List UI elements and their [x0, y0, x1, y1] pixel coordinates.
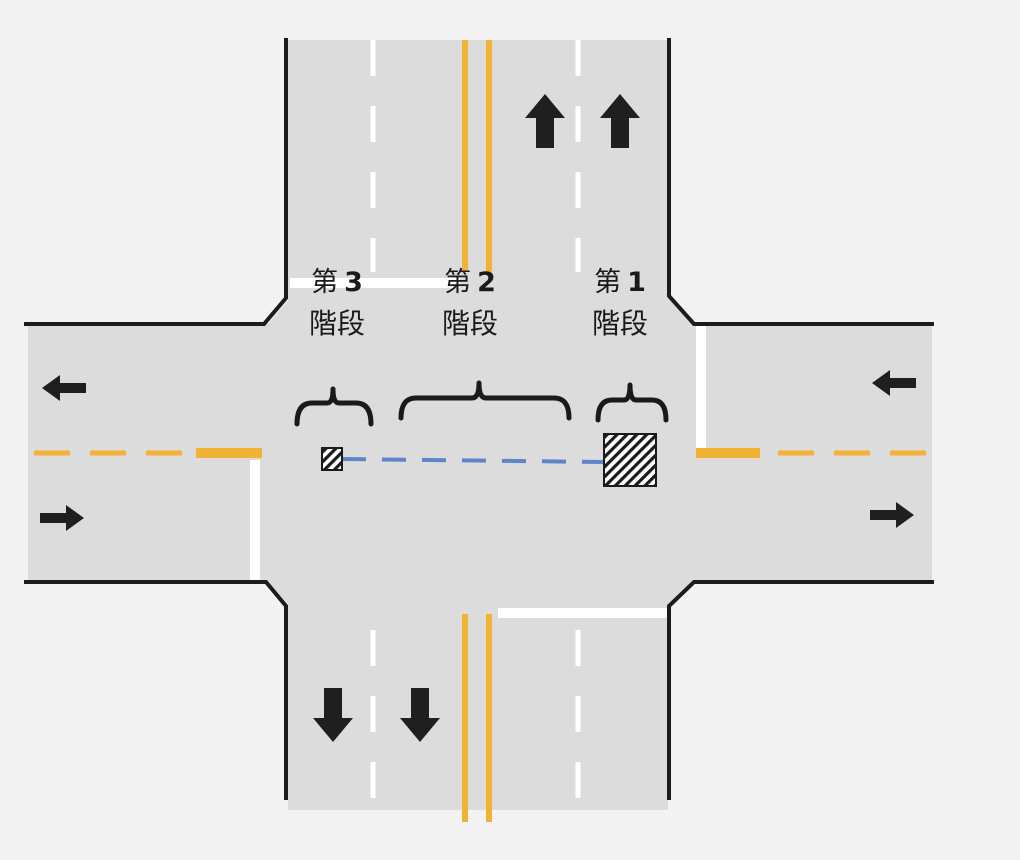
- lane-dividers: [370, 40, 581, 810]
- curb-se: [667, 580, 934, 800]
- stage-3-number: 3: [344, 267, 363, 298]
- crossing-path: [341, 457, 605, 464]
- stage-1-number: 1: [627, 267, 646, 298]
- stop-line-east: [696, 324, 706, 448]
- bracket-stage-1: [595, 382, 669, 423]
- hatched-square-icon: [321, 447, 343, 471]
- stop-lines: [250, 278, 706, 618]
- corner-nw: [268, 298, 290, 324]
- arrow-left-icon: [42, 375, 86, 401]
- stage-3-word: 階段: [308, 307, 365, 340]
- arrow-left-icon: [872, 370, 916, 396]
- stage-2-number: 2: [477, 267, 496, 298]
- traffic-arrows: [40, 94, 916, 742]
- stage-3-ordinal: 第: [311, 267, 339, 298]
- curb-ne: [667, 38, 934, 326]
- stage-2-word: 階段: [441, 307, 498, 340]
- south-road: [288, 580, 668, 810]
- stage-1-ordinal: 第: [594, 267, 622, 298]
- north-road: [288, 40, 668, 290]
- stage-brackets: [294, 380, 669, 427]
- arrow-up-icon: [525, 94, 565, 148]
- stage-1-word: 階段: [591, 307, 648, 340]
- bracket-stage-2: [398, 380, 572, 421]
- curb-sw: [24, 580, 288, 800]
- arrow-down-icon: [313, 688, 353, 742]
- curb-nw: [24, 38, 288, 326]
- arrow-down-icon: [400, 688, 440, 742]
- stage-2-ordinal: 第: [444, 267, 472, 298]
- arrow-right-icon: [870, 502, 914, 528]
- arrow-up-icon: [600, 94, 640, 148]
- road-surface: [28, 40, 932, 810]
- stop-line-west: [250, 460, 260, 582]
- curbs: [24, 38, 934, 800]
- bracket-stage-3: [294, 386, 374, 427]
- center-lines: [34, 40, 930, 822]
- stop-line-south: [498, 608, 668, 618]
- stop-line-north: [290, 278, 460, 288]
- arrow-right-icon: [40, 505, 84, 531]
- hatched-square-icon: [603, 433, 657, 487]
